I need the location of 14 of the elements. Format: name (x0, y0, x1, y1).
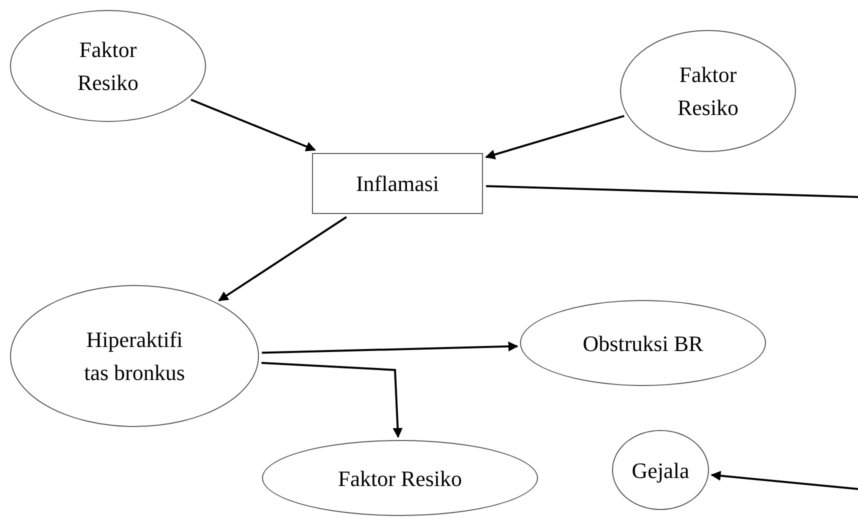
process-box (312, 153, 483, 214)
node-label: Faktor Resiko (338, 464, 462, 492)
node-label: Faktor Resiko (676, 61, 740, 122)
arrow (262, 341, 518, 354)
node-label: Faktor Resiko (76, 36, 140, 97)
node-label: Obstruksi BR (582, 330, 704, 358)
arrow (218, 216, 347, 302)
arrow (710, 470, 858, 490)
node-label: Hiperaktifi tas bronkus (83, 326, 186, 387)
node-label: Gejala (632, 456, 690, 485)
arrow (485, 115, 624, 160)
node-label: Inflamasi (356, 170, 440, 198)
arrow (261, 362, 403, 438)
arrow (190, 98, 316, 152)
